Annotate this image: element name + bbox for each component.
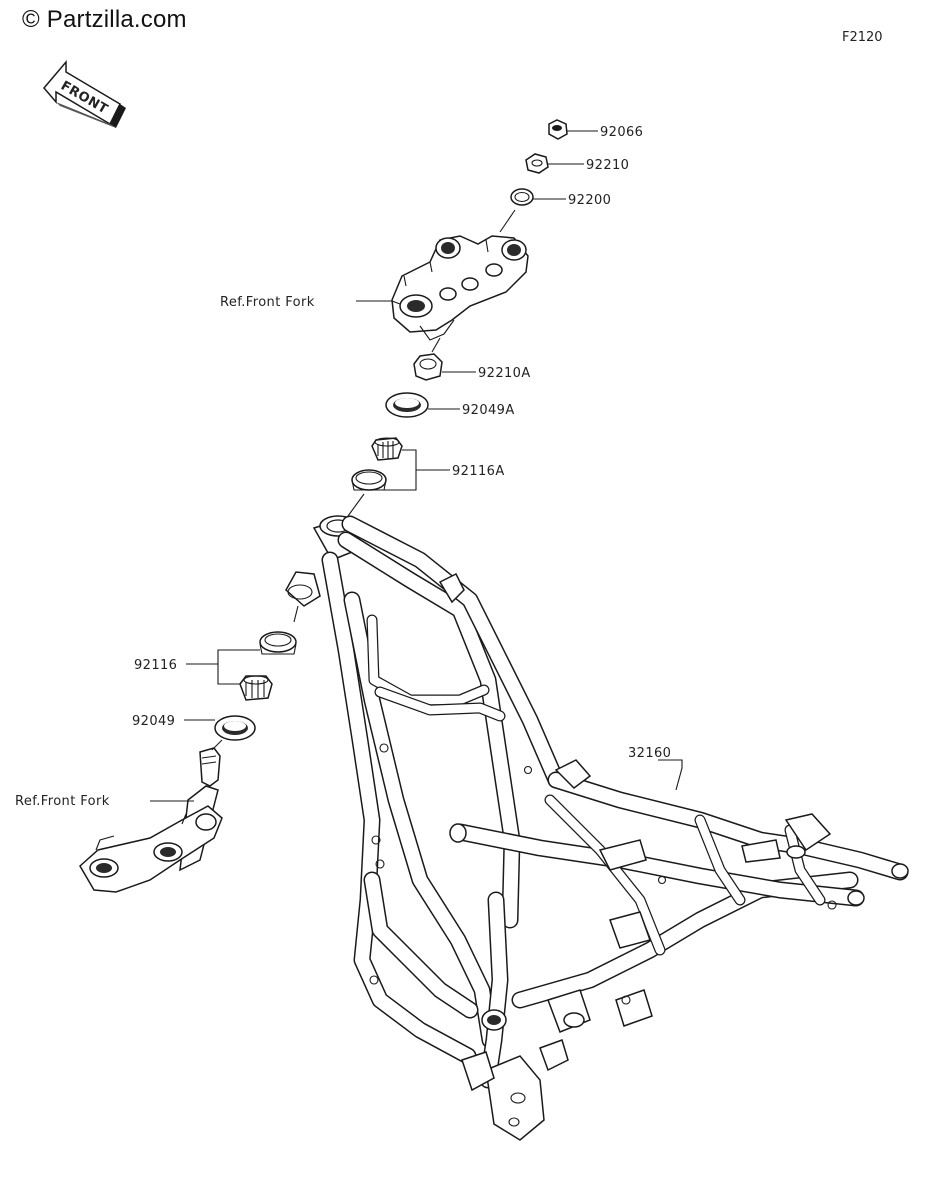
callout-92210A[interactable]: 92210A [478, 366, 531, 381]
part-92116A-bearing[interactable] [351, 437, 403, 491]
part-92049-seal[interactable] [214, 715, 256, 741]
callout-ref-front-fork-upper[interactable]: Ref.Front Fork [220, 295, 315, 310]
front-direction-arrow-icon: FRONT [43, 59, 126, 128]
upper-triple-clamp[interactable] [391, 235, 529, 341]
callout-92049[interactable]: 92049 [132, 714, 175, 729]
figure-code: F2120 [842, 30, 883, 45]
callout-92116A[interactable]: 92116A [452, 464, 505, 479]
part-92200-washer[interactable] [510, 188, 534, 206]
callout-92200[interactable]: 92200 [568, 193, 611, 208]
main-frame-32160[interactable] [285, 515, 909, 1141]
part-92116-bearing[interactable] [239, 631, 297, 701]
partzilla-watermark: © Partzilla.com [22, 6, 187, 33]
callout-92066[interactable]: 92066 [600, 125, 643, 140]
callout-32160[interactable]: 32160 [628, 746, 671, 761]
callout-92116[interactable]: 92116 [134, 658, 177, 673]
callout-ref-front-fork-lower[interactable]: Ref.Front Fork [15, 794, 110, 809]
part-92066-cap-nut[interactable] [548, 119, 568, 140]
callout-92210[interactable]: 92210 [586, 158, 629, 173]
lower-triple-clamp-stem[interactable] [79, 747, 223, 893]
part-92049A-seal[interactable] [385, 392, 429, 418]
part-92210A-stem-nut[interactable] [413, 353, 443, 381]
callout-92049A[interactable]: 92049A [462, 403, 515, 418]
part-92210-nut[interactable] [525, 153, 549, 174]
